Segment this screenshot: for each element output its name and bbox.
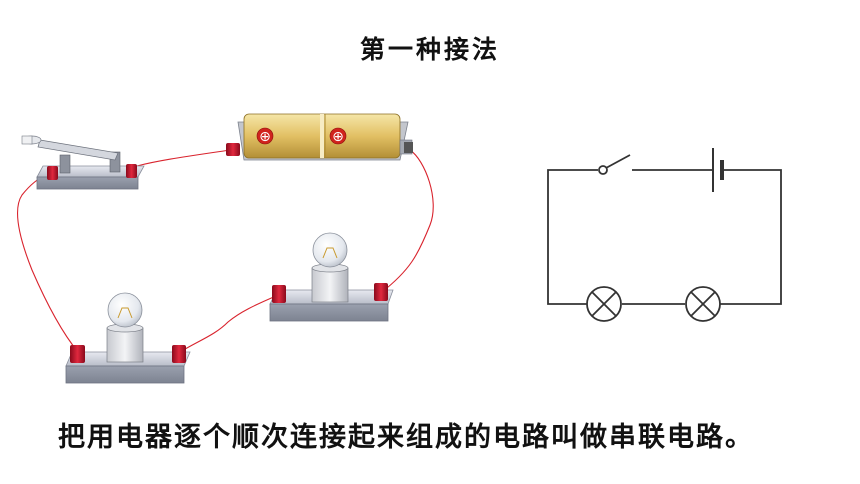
battery-positive-icon-2	[329, 127, 347, 145]
series-circuit-definition: 把用电器逐个顺次连接起来组成的电路叫做串联电路。	[58, 422, 754, 453]
page-title: 第一种接法	[359, 35, 500, 64]
battery-terminal-right	[404, 142, 413, 153]
schematic-lamp-2	[685, 286, 721, 322]
wire-lamp2-lamp1	[179, 295, 277, 353]
battery-positive-symbol-2: ⊕	[332, 129, 344, 145]
lamp2-terminal-right	[374, 283, 388, 301]
lamp-holder-1	[65, 292, 191, 384]
schematic-wire-top-left	[547, 169, 598, 305]
schematic-wire-right	[720, 169, 782, 305]
wire-battery-lamp2	[381, 149, 434, 293]
switch-terminal-left	[47, 166, 58, 180]
battery-pack: ⊕ ⊕	[226, 113, 413, 161]
lamp1-terminal-right	[172, 345, 186, 363]
battery-positive-symbol-1: ⊕	[259, 129, 271, 145]
lamp1-terminal-left	[70, 345, 85, 363]
knife-switch	[21, 135, 145, 190]
circuit-schematic	[547, 148, 782, 322]
wire-lamp1-switch	[16, 172, 79, 353]
bulb-2	[312, 232, 348, 268]
lamp-holder-2	[269, 232, 394, 322]
switch-terminal-right	[126, 164, 137, 178]
schematic-switch-pivot	[598, 165, 608, 175]
lamp2-terminal-left	[272, 285, 286, 303]
schematic-lamp-1	[586, 286, 622, 322]
wire-switch-battery	[136, 149, 231, 167]
battery-terminal-left	[226, 143, 240, 156]
schematic-switch-blade	[605, 154, 631, 169]
wires	[16, 149, 434, 353]
battery-positive-icon-1	[256, 127, 274, 145]
bulb-1	[107, 292, 143, 328]
